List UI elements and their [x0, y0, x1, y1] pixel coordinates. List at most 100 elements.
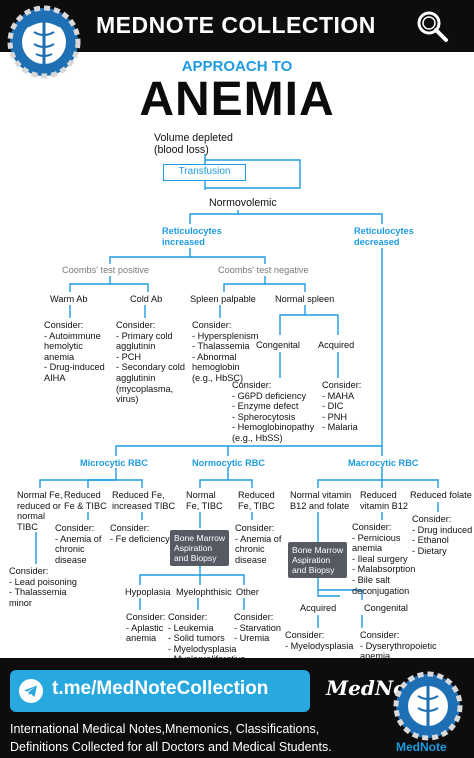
text-line: - Fe deficiency	[110, 533, 170, 544]
text-line: - Starvation	[234, 622, 281, 633]
macro-acquired-node: Acquired	[300, 603, 337, 613]
text-line: and Biopsy	[292, 565, 335, 575]
text-line: - MAHA	[322, 390, 355, 401]
text-line: chronic	[235, 544, 265, 555]
text-line: Aspiration	[174, 543, 213, 553]
text-line: increased	[162, 236, 205, 247]
text-line: - Leukemia	[168, 622, 214, 633]
coombs-positive-node: Coombs' test positive	[62, 265, 150, 275]
text-line: Reduced Fe,	[112, 490, 165, 500]
text-line: - Dyserythropoietic	[360, 640, 437, 651]
text-line: Bone Marrow	[292, 545, 344, 555]
text-line: - Autoimmune	[44, 330, 101, 341]
text-line: anemia	[360, 651, 391, 662]
warm-ab-node: Warm Ab	[50, 294, 88, 304]
text-line: - Solid tumors	[168, 633, 225, 644]
text-line: Consider:	[322, 380, 362, 390]
text-line: Consider:	[234, 612, 274, 622]
search-magnifier-icon[interactable]	[414, 8, 450, 44]
text-line: - Ethanol	[412, 535, 449, 546]
normovolemic-node: Normovolemic	[209, 197, 277, 209]
text-line: - Myelodysplasia	[285, 640, 354, 651]
normal-spleen-node: Normal spleen	[275, 294, 335, 304]
text-line: Consider:	[55, 523, 95, 533]
text-line: - Drug-induced	[44, 362, 105, 373]
text-line: anemia	[126, 633, 157, 644]
text-line: Normal vitamin	[290, 490, 352, 500]
text-line: chronic	[55, 544, 85, 555]
text-line: decreased	[354, 236, 400, 247]
text-line: - Uremia	[234, 633, 270, 644]
text-line: - Myelodysplasia	[168, 643, 237, 654]
text-line: - Ileal surgery	[352, 553, 408, 564]
b12-consider: Consider:- Pernicious anemia- Ileal surg…	[352, 522, 415, 596]
text-line: - PNH	[322, 411, 348, 422]
text-line: - PCH	[116, 351, 142, 362]
text-line: and Biopsy	[174, 553, 217, 563]
hypoplasia-node: Hypoplasia	[125, 587, 171, 597]
micro-reduced-inc-node: Reduced Fe,increased TIBC	[112, 490, 175, 511]
text-line: B12 and folate	[290, 500, 350, 511]
text-line: Consider:	[126, 612, 166, 622]
text-line: - Aplastic	[126, 622, 164, 633]
other-consider: Consider:- Starvation- Uremia	[234, 612, 281, 644]
warm-consider: Consider:- Autoimmune hemolytic anemia- …	[44, 320, 105, 384]
folate-consider: Consider:- Drug induced- Ethanol- Dietar…	[412, 514, 472, 556]
text-line: - Spherocytosis	[232, 411, 296, 422]
text-line: - Bile salt	[352, 574, 390, 585]
volume-depleted-node: Volume depleted(blood loss)	[154, 132, 233, 156]
macro-folate-node: Reduced folate	[410, 490, 472, 500]
text-line: anemia	[44, 351, 75, 362]
telegram-icon	[19, 679, 43, 703]
text-line: Fe, TIBC	[186, 500, 223, 511]
text-line: Consider:	[360, 630, 400, 640]
telegram-link-text[interactable]: t.me/MedNoteCollection	[52, 678, 269, 699]
diagram-title: ANEMIA	[139, 73, 335, 126]
hypoplasia-consider: Consider:- Aplastic anemia	[126, 612, 165, 644]
text-line: anemia	[352, 543, 383, 554]
text-line: Reduced	[360, 490, 397, 500]
text-line: agglutinin	[116, 372, 156, 383]
text-line: reduced or	[17, 500, 61, 511]
text-line: Consider:	[110, 523, 150, 533]
text-line: - Primary cold	[116, 330, 173, 341]
text-line: agglutinin	[116, 341, 156, 352]
text-line: Consider:	[192, 320, 232, 330]
microcytic-node: Microcytic RBC	[80, 458, 148, 468]
acquired-consider: Consider:- MAHA- DIC- PNH- Malaria	[322, 380, 361, 433]
text-line: Volume depleted	[154, 132, 233, 144]
text-line: - Anemia of	[235, 533, 282, 544]
text-line: - Thalassemia	[9, 587, 67, 598]
micro-normal-consider: Consider:- Lead poisoning- Thalassemia m…	[9, 566, 77, 608]
macro-congenital-node: Congenital	[364, 603, 408, 613]
text-line: hemolytic	[44, 341, 83, 352]
text-line: hemoglobin	[192, 362, 240, 373]
macro-congenital-consider: Consider:- Dyserythropoietic anemia	[360, 630, 437, 662]
telegram-link-button[interactable]	[10, 670, 310, 712]
text-line: Bone Marrow	[174, 533, 226, 543]
text-line: - Hemoglobinopathy	[232, 422, 315, 433]
text-line: - Malabsorption	[352, 564, 416, 575]
text-line: - Enzyme defect	[232, 401, 299, 412]
text-line: - Malaria	[322, 422, 358, 433]
text-line: Aspiration	[292, 555, 331, 565]
normocytic-node: Normocytic RBC	[192, 458, 266, 468]
spleen-palpable-node: Spleen palpable	[190, 294, 256, 304]
caduceus-gear-logo-icon	[7, 5, 81, 79]
footer-description-line2: Definitions Collected for all Doctors an…	[10, 740, 332, 754]
text-line: Consider:	[9, 566, 49, 576]
text-line: disease	[55, 554, 87, 565]
flowchart-connectors	[35, 154, 439, 628]
text-line: Reticulocytes	[162, 226, 222, 236]
text-line: Normal Fe,	[17, 490, 63, 500]
other-node: Other	[236, 587, 259, 597]
footer-brand: MedNote	[396, 740, 447, 754]
text-line: Consider:	[412, 514, 452, 524]
cold-consider: Consider:- Primary cold agglutinin- PCH-…	[116, 320, 185, 405]
